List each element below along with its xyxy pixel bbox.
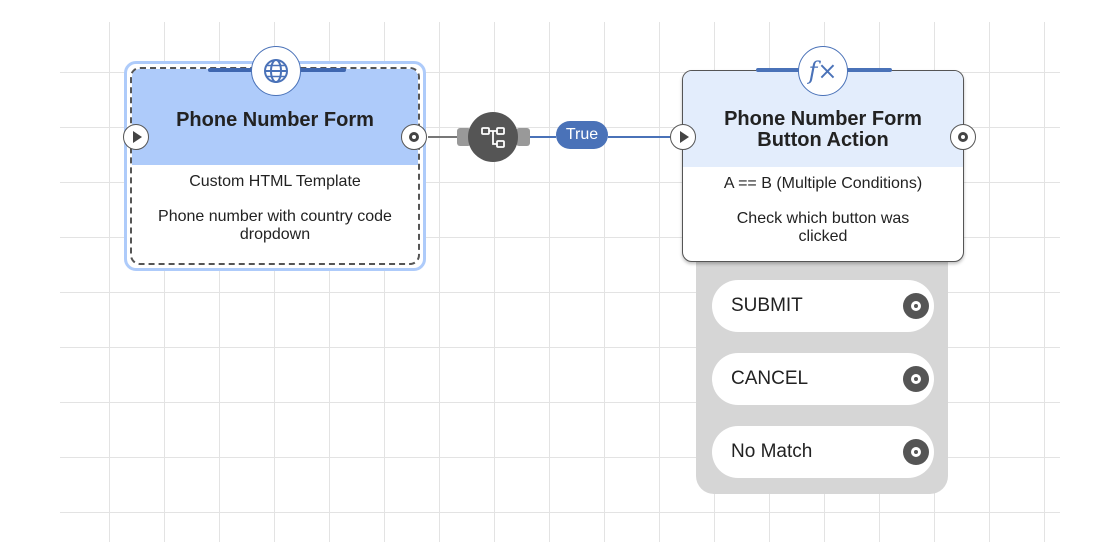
node-subtitle: Custom HTML Template bbox=[189, 173, 361, 190]
node-description: Phone number with country code dropdown bbox=[158, 208, 392, 243]
output-label: SUBMIT bbox=[731, 295, 803, 316]
output-submit[interactable]: SUBMIT bbox=[712, 280, 934, 332]
output-label: CANCEL bbox=[731, 368, 809, 389]
output-port[interactable] bbox=[903, 366, 929, 392]
output-port[interactable] bbox=[950, 124, 976, 150]
node-header: Phone Number Form bbox=[132, 69, 418, 165]
input-port[interactable] bbox=[670, 124, 696, 150]
output-port[interactable] bbox=[401, 124, 427, 150]
output-label: No Match bbox=[731, 441, 813, 462]
node-subtitle: A == B (Multiple Conditions) bbox=[723, 175, 923, 192]
edge-label[interactable]: True bbox=[556, 121, 608, 149]
node-description: Check which button was clicked bbox=[736, 210, 910, 245]
output-cancel[interactable]: CANCEL bbox=[712, 353, 934, 405]
edge-connector-left bbox=[457, 128, 471, 146]
output-no-match[interactable]: No Match bbox=[712, 426, 934, 478]
edge-connector-right bbox=[516, 128, 530, 146]
node-phone-number-form[interactable]: Phone Number Form Custom HTML Template P… bbox=[124, 61, 426, 271]
output-port[interactable] bbox=[903, 439, 929, 465]
output-port[interactable] bbox=[903, 293, 929, 319]
node-button-action[interactable]: Phone Number Form Button Action A == B (… bbox=[682, 70, 964, 262]
function-icon: f× bbox=[798, 46, 848, 96]
node-title: Phone Number Form Button Action bbox=[724, 108, 922, 151]
globe-icon bbox=[251, 46, 301, 96]
function-icon-glyph: f× bbox=[808, 57, 838, 85]
input-port[interactable] bbox=[123, 124, 149, 150]
node-title: Phone Number Form bbox=[176, 109, 374, 131]
branch-icon[interactable] bbox=[468, 112, 518, 162]
